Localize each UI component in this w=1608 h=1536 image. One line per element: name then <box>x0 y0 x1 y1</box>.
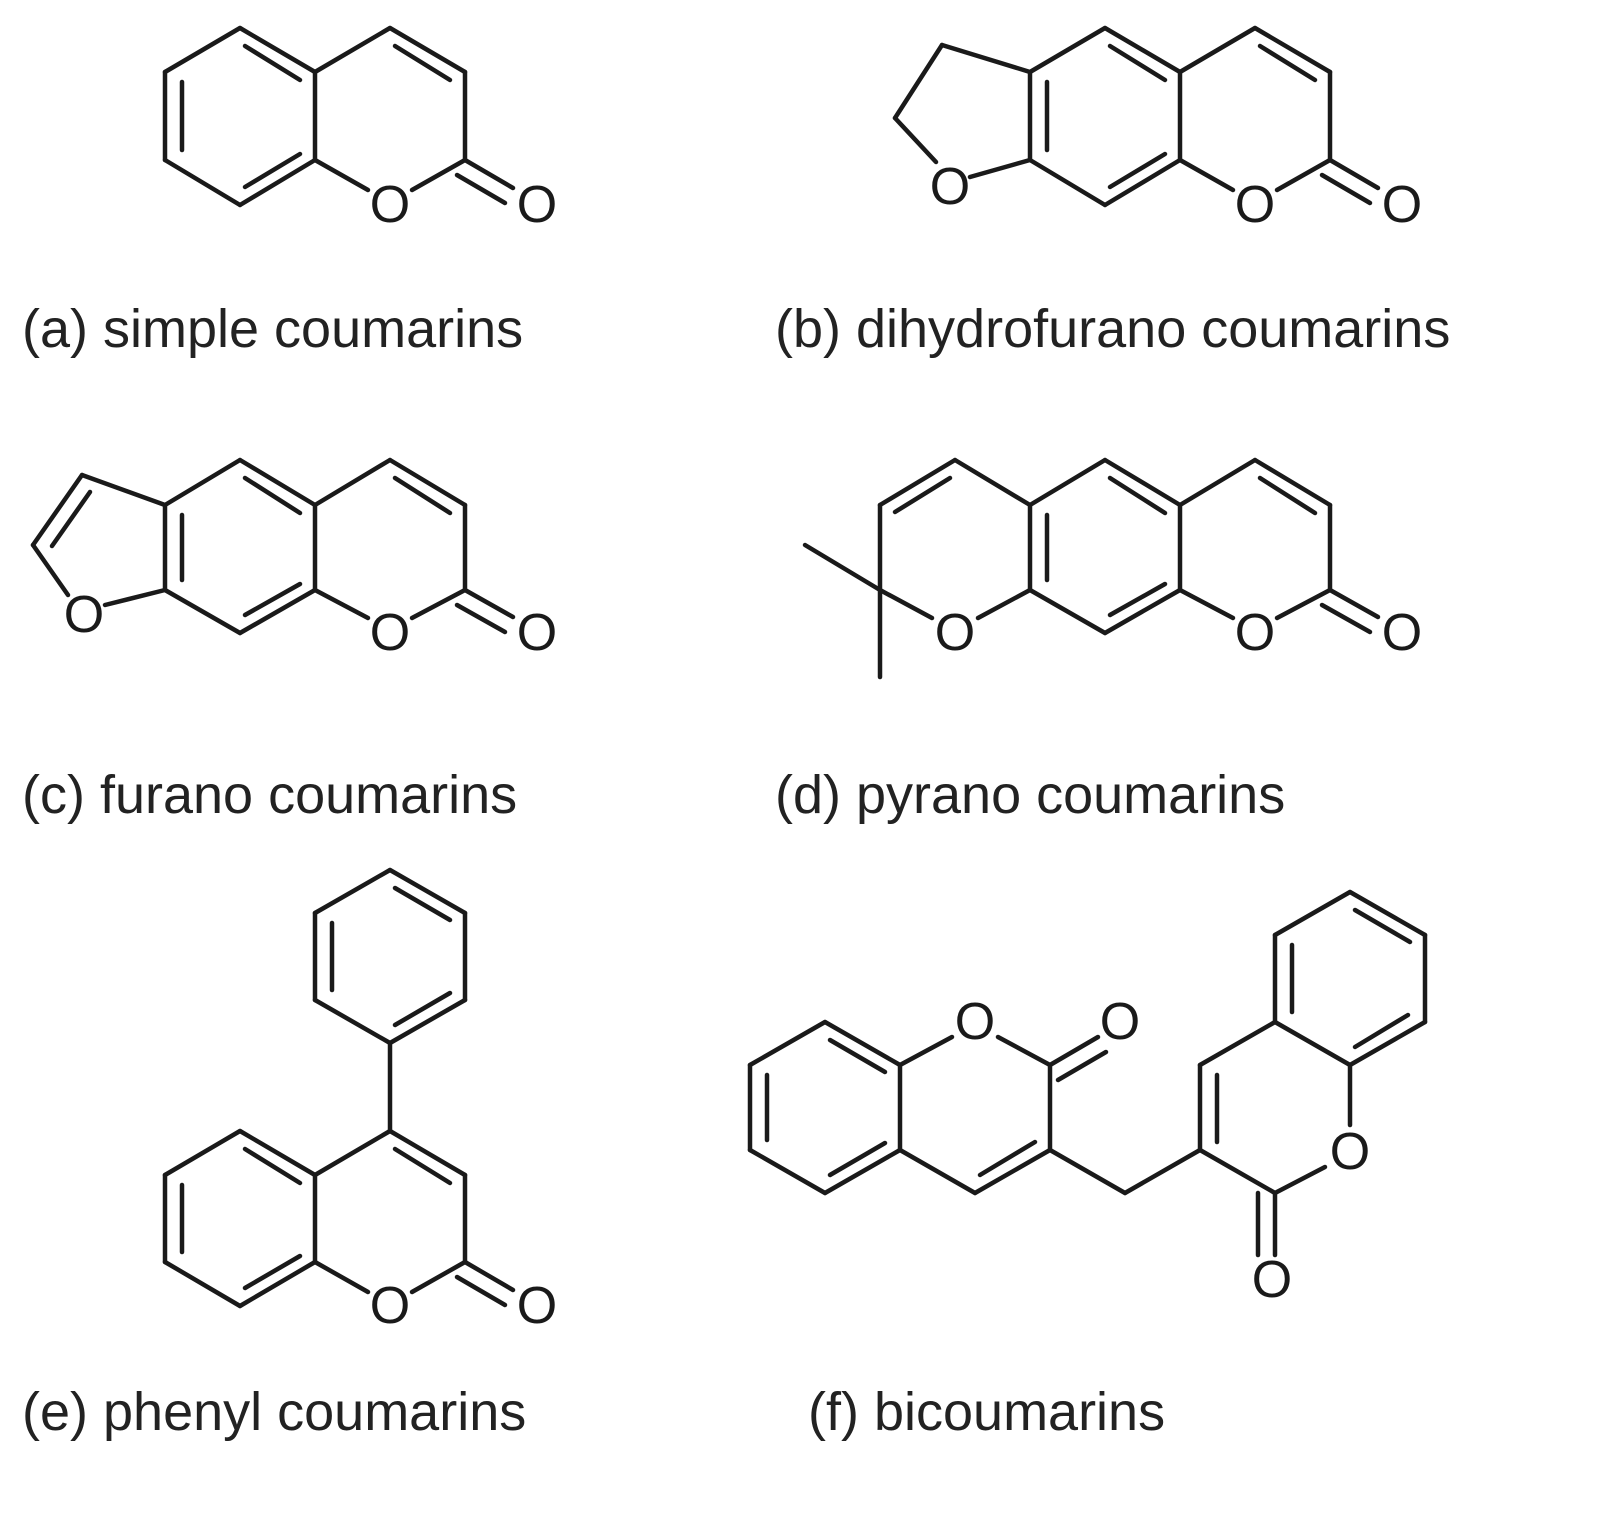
caption-bicoumarins: (f) bicoumarins <box>808 1382 1166 1442</box>
atom-o-carbonyl: O <box>1382 176 1422 234</box>
atom-o-furan: O <box>64 586 104 644</box>
atom-o-carbonyl: O <box>1382 604 1422 662</box>
atom-o-ring: O <box>370 176 410 234</box>
caption-dihydrofurano-coumarins: (b) dihydrofurano coumarins <box>775 299 1451 359</box>
atom-o-pyran: O <box>935 604 975 662</box>
atom-o-ring: O <box>1235 604 1275 662</box>
atom-o-carbonyl: O <box>517 176 557 234</box>
atom-o-ring-right: O <box>1330 1123 1370 1181</box>
atom-o-ring-left: O <box>955 993 995 1051</box>
atom-o-carbonyl-right: O <box>1252 1251 1292 1309</box>
atom-o-ring: O <box>370 1277 410 1335</box>
caption-simple-coumarins: (a) simple coumarins <box>22 299 524 359</box>
caption-furano-coumarins: (c) furano coumarins <box>22 765 518 825</box>
atom-o-carbonyl: O <box>517 1277 557 1335</box>
atom-o-furan: O <box>930 158 970 216</box>
atom-o-ring: O <box>1235 176 1275 234</box>
atom-o-carbonyl: O <box>517 604 557 662</box>
caption-phenyl-coumarins: (e) phenyl coumarins <box>22 1382 527 1442</box>
atom-o-ring: O <box>370 604 410 662</box>
atom-o-carbonyl-left: O <box>1100 993 1140 1051</box>
caption-pyrano-coumarins: (d) pyrano coumarins <box>775 765 1286 825</box>
